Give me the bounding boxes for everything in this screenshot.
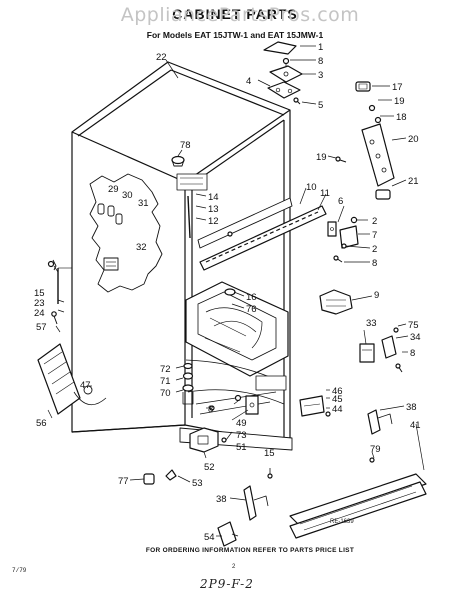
callout-8: 8 [208,404,213,415]
callout-52: 52 [204,462,215,473]
callout-12: 12 [208,216,219,227]
toe-grille [243,409,427,539]
upper-hinge-assembly [335,81,395,200]
callout-71: 71 [160,376,171,387]
breaker-strip-parts [187,195,233,239]
callout-24: 24 [34,308,45,319]
callout-33: 33 [366,318,377,329]
callout-22: 22 [156,52,167,63]
side-panel-cutaway [89,173,163,293]
control-parts [165,394,259,481]
callout-31: 31 [138,198,149,209]
hinge-bracket-part [217,521,239,547]
leader-lines [47,45,425,537]
callout-21: 21 [408,176,419,187]
callout-79: 79 [370,444,381,455]
callout-2: 2 [372,216,377,227]
screw-part [369,457,375,463]
revision-code: 7/79 [12,567,27,574]
callout-8: 8 [410,348,415,359]
back-access-panel [37,343,107,415]
callout-9: 9 [374,290,379,301]
callout-49: 49 [236,418,247,429]
callout-numbers: 22 1 8 3 4 5 17 19 18 20 19 21 78 10 11 … [34,42,421,543]
callout-5: 5 [318,100,323,111]
ordering-note: FOR ORDERING INFORMATION REFER TO PARTS … [145,547,355,554]
callout-38: 38 [216,494,227,505]
callout-3: 3 [318,70,323,81]
callout-20: 20 [408,134,419,145]
callout-57: 57 [36,322,47,333]
callout-45: 45 [332,394,343,405]
callout-44: 44 [332,404,343,415]
divider-rail [197,197,327,271]
tray-clip-part [224,288,236,296]
callout-78: 78 [180,140,191,151]
leveling-foot-part [143,473,155,485]
door-stop-part [319,289,353,315]
bracket-parts [299,395,331,417]
callout-1: 1 [318,42,323,53]
callout-18: 18 [396,112,407,123]
callout-8: 8 [372,258,377,269]
callout-47: 47 [80,380,91,391]
handwritten-note: 2P9-F-2 [200,577,254,591]
top-hinge-parts [263,41,303,105]
page-number: 2 [232,564,236,570]
drain-parts [182,362,215,411]
callout-77: 77 [118,476,129,487]
lower-hinge-parts [359,327,403,373]
callout-6: 6 [338,196,343,207]
callout-7: 7 [372,230,377,241]
callout-23: 23 [34,298,45,309]
callout-15: 15 [34,288,45,299]
callout-46: 46 [332,386,343,397]
callout-17: 17 [392,82,403,93]
callout-34: 34 [410,332,421,343]
callout-51: 51 [236,442,247,453]
callout-38: 38 [406,402,417,413]
callout-75: 75 [408,320,419,331]
callout-72: 72 [160,364,171,375]
callout-76: 76 [246,304,257,315]
page-subtitle: For Models EAT 15JTW-1 and EAT 15JMW-1 [146,30,324,40]
callout-56: 56 [36,418,47,429]
page-title: CABINET PARTS [172,6,298,22]
callout-30: 30 [122,190,133,201]
callout-2: 2 [372,244,377,255]
callout-14: 14 [208,192,219,203]
center-hinge-parts [327,216,359,263]
grommet-part [171,155,185,167]
callout-16: 16 [246,292,257,303]
callout-4: 4 [246,76,251,87]
callout-13: 13 [208,204,219,215]
callout-19: 19 [316,152,327,163]
left-hinge-parts [47,259,72,325]
callout-11: 11 [320,188,330,199]
watermark: AppliancePartsPros.com [120,4,360,26]
callout-54: 54 [204,532,215,543]
callout-53: 53 [192,478,203,489]
callout-32: 32 [136,242,147,253]
callout-19: 19 [394,96,405,107]
evaporator-tray [185,281,289,377]
callout-10: 10 [306,182,317,193]
callout-15: 15 [264,448,275,459]
callout-29: 29 [108,184,119,195]
callout-8: 8 [318,56,323,67]
callout-41: 41 [410,420,421,431]
callout-70: 70 [160,388,171,399]
drawing-ref-code: RE-1639 [330,519,354,525]
callout-73: 73 [236,430,247,441]
